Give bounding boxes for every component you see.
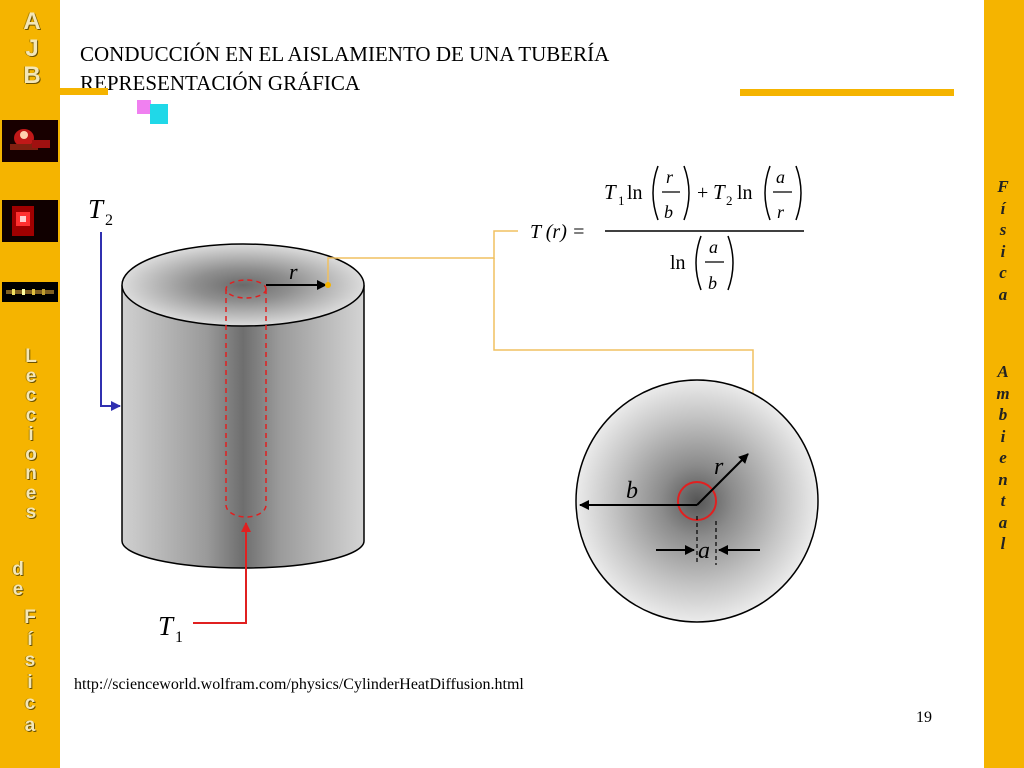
series-letter: i xyxy=(27,671,33,693)
formula-denominator-ln: ln xyxy=(670,252,686,274)
series-letter: o xyxy=(25,443,37,465)
r-radius-arrow xyxy=(696,453,749,506)
temperature-formula: T (r) = T 1 ln r b + T 2 ln a r ln a b xyxy=(530,165,804,293)
thumbnail-fire xyxy=(2,120,58,162)
formula-lhs: T (r) = xyxy=(530,221,585,243)
right-letter: s xyxy=(999,220,1007,239)
frac3-denominator: b xyxy=(708,273,717,293)
right-sidebar xyxy=(984,0,1024,768)
series-letter: n xyxy=(25,463,37,484)
formula-t2: T xyxy=(713,180,726,204)
frac1-denominator: b xyxy=(664,202,673,222)
cross-section-disc xyxy=(575,379,819,623)
right-letter: l xyxy=(1000,534,1006,553)
right-letter: a xyxy=(998,284,1008,304)
b-label: b xyxy=(626,478,638,504)
t2-arrow xyxy=(100,232,121,411)
formula-t1: T xyxy=(604,180,617,204)
frac2-denominator: r xyxy=(777,202,785,222)
right-word-ambiental: A m b i e n t a l xyxy=(985,363,1021,557)
series-letter: s xyxy=(25,502,37,523)
series-letter: c xyxy=(25,385,37,406)
right-letter: n xyxy=(998,469,1008,489)
series-letter: L xyxy=(25,346,37,367)
series-word-lecciones: L e c c i o n e s xyxy=(1,347,61,523)
formula-t2-sub: 2 xyxy=(726,193,733,208)
header-accent-bar-right xyxy=(740,89,954,96)
inner-pipe-top xyxy=(225,279,267,299)
series-word-fisica: F í s i c a xyxy=(10,608,50,737)
page-title: CONDUCCIÓN EN EL AISLAMIENTO DE UNA TUBE… xyxy=(80,40,609,98)
formula-plus: + xyxy=(697,182,708,204)
series-letter: a xyxy=(24,714,36,736)
right-letter: a xyxy=(998,512,1008,532)
logo-letter: B xyxy=(23,62,41,89)
series-letter: s xyxy=(24,650,36,671)
right-letter: í xyxy=(1000,198,1006,218)
thumbnail-glow xyxy=(2,200,58,242)
frac3-numerator: a xyxy=(709,237,718,257)
t1-subscript: 1 xyxy=(175,629,183,646)
series-letter: d xyxy=(12,559,24,580)
right-letter: i xyxy=(1000,241,1006,261)
inner-pipe-bottom xyxy=(225,504,267,518)
series-letter: e xyxy=(12,579,24,600)
a-label: a xyxy=(698,538,710,564)
series-letter: i xyxy=(28,424,34,445)
right-letter: F xyxy=(997,177,1009,196)
right-letter: t xyxy=(1000,491,1006,510)
cylinder: r xyxy=(121,243,365,569)
title-line-1: CONDUCCIÓN EN EL AISLAMIENTO DE UNA TUBE… xyxy=(80,42,610,66)
t1-label: T xyxy=(158,611,175,641)
right-word-fisica: F í s i c a xyxy=(985,178,1021,307)
series-letter: c xyxy=(24,693,36,714)
right-letter: i xyxy=(1000,426,1006,446)
right-letter: e xyxy=(999,448,1007,467)
source-url[interactable]: http://scienceworld.wolfram.com/physics/… xyxy=(74,676,524,693)
cross-section: b r a xyxy=(575,379,819,623)
ajb-logo: A J B xyxy=(2,10,62,91)
radius-label: r xyxy=(289,259,298,284)
t2-label: T xyxy=(88,194,105,224)
formula-ln: ln xyxy=(627,182,643,204)
right-letter: m xyxy=(996,383,1010,403)
formula-ln: ln xyxy=(737,182,753,204)
series-word-de: d e xyxy=(0,560,38,600)
t2-subscript: 2 xyxy=(105,212,113,229)
right-letter: A xyxy=(997,362,1009,381)
right-letter: c xyxy=(999,263,1007,282)
t1-arrow xyxy=(193,522,251,624)
logo-letter: J xyxy=(25,35,39,62)
formula-t1-sub: 1 xyxy=(618,193,625,208)
series-letter: e xyxy=(25,482,37,504)
series-letter: í xyxy=(27,628,33,650)
thumbnail-spectrum xyxy=(2,282,58,302)
decor-square-magenta xyxy=(137,100,151,114)
frac2-numerator: a xyxy=(776,167,785,187)
series-letter: F xyxy=(24,607,36,628)
decor-square-cyan xyxy=(150,104,168,124)
logo-letter: A xyxy=(23,8,41,35)
header-accent-bar-left xyxy=(60,88,108,95)
frac1-numerator: r xyxy=(666,167,674,187)
r-label: r xyxy=(714,454,724,480)
title-line-2: REPRESENTACIÓN GRÁFICA xyxy=(80,71,361,95)
series-letter: c xyxy=(25,404,37,426)
series-letter: e xyxy=(25,365,37,387)
right-letter: b xyxy=(998,405,1008,424)
page-number: 19 xyxy=(916,709,932,726)
